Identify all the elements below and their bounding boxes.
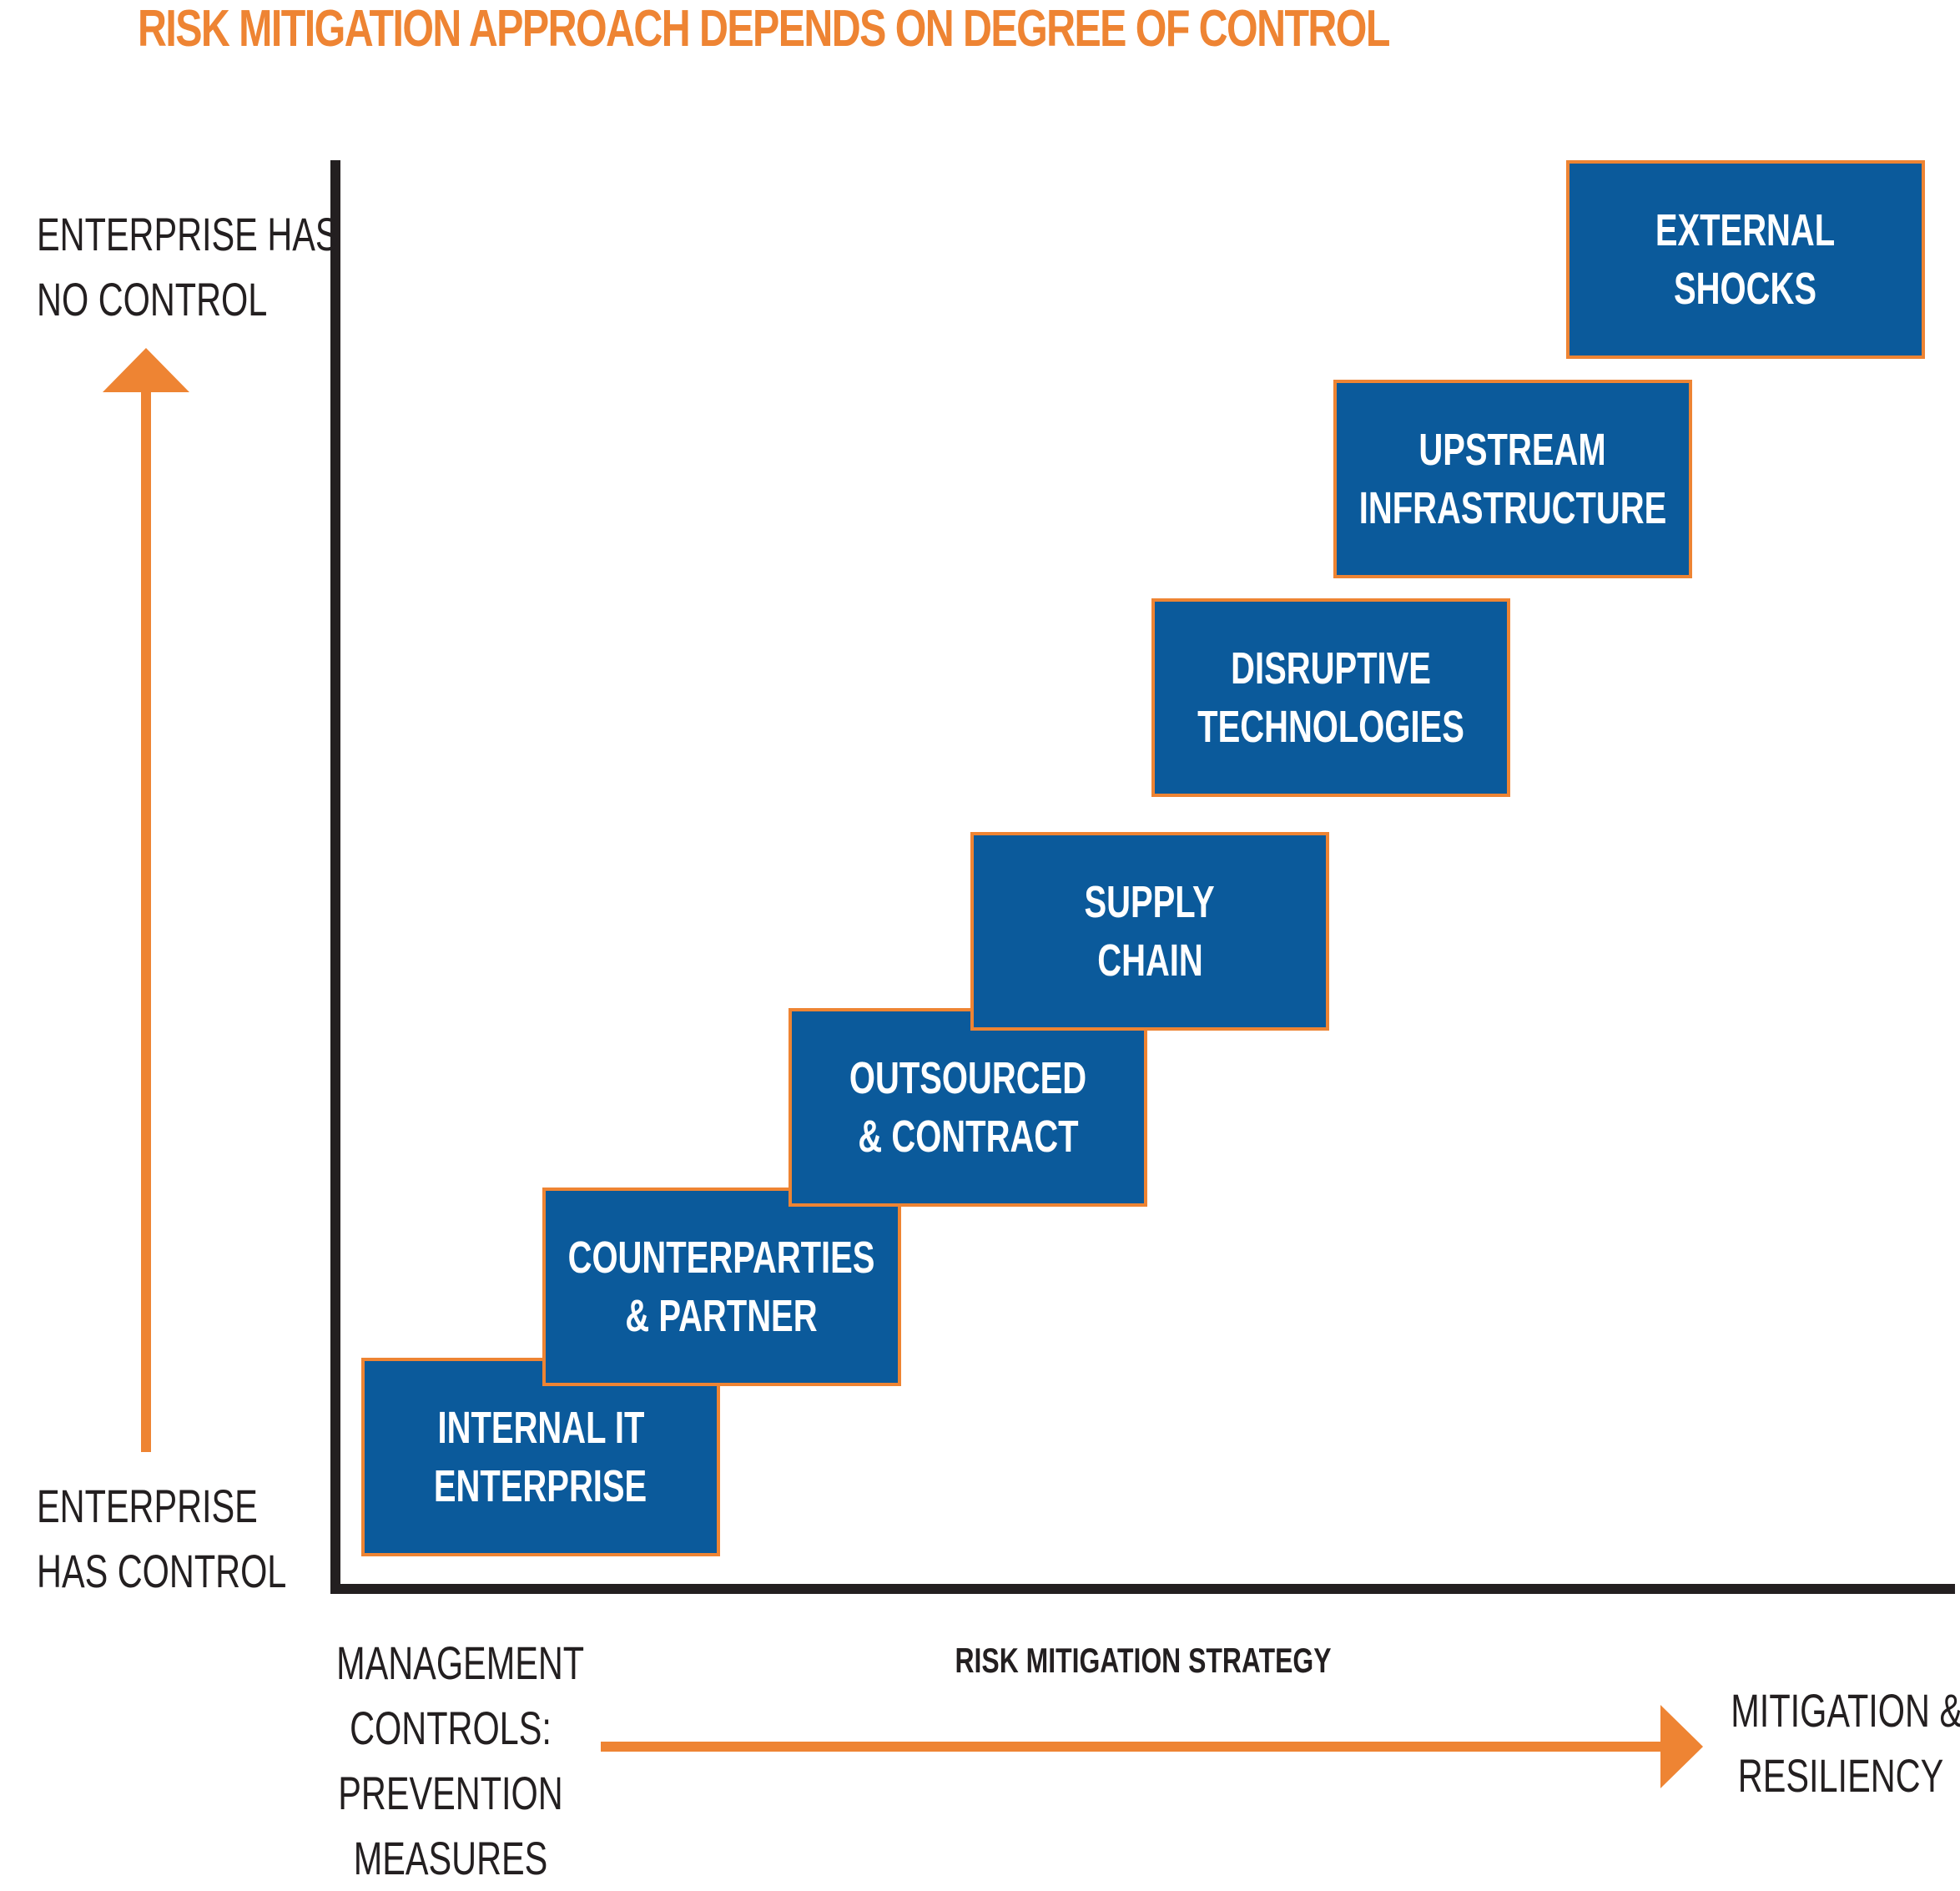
x-axis-line bbox=[330, 1584, 1955, 1594]
y-axis-bottom-label-line-1: ENTERPRISE bbox=[37, 1480, 258, 1532]
step-label-line-2: ENTERPRISE bbox=[434, 1461, 647, 1511]
step-box-internal-it: INTERNAL IT ENTERPRISE bbox=[361, 1358, 720, 1556]
y-axis-top-label: ENTERPRISE HAS NO CONTROL bbox=[37, 202, 339, 332]
step-box-external-shocks: EXTERNAL SHOCKS bbox=[1566, 160, 1925, 359]
diagram-title: RISK MITIGATION APPROACH DEPENDS ON DEGR… bbox=[138, 0, 1390, 58]
step-box-counterparties: COUNTERPARTIES & PARTNER bbox=[542, 1188, 901, 1386]
x-axis-left-label-line-4: MEASURES bbox=[353, 1832, 548, 1884]
right-arrow-icon bbox=[1660, 1705, 1703, 1788]
step-box-upstream-infrastructure: UPSTREAM INFRASTRUCTURE bbox=[1333, 380, 1692, 578]
step-label-line-1: UPSTREAM bbox=[1418, 425, 1607, 475]
y-axis-top-label-line-1: ENTERPRISE HAS bbox=[37, 208, 339, 260]
step-label-line-2: & CONTRACT bbox=[857, 1112, 1079, 1162]
x-axis-left-label-line-2: CONTROLS: bbox=[350, 1702, 552, 1754]
step-label-line-2: TECHNOLOGIES bbox=[1197, 702, 1464, 752]
step-label-line-1: COUNTERPARTIES bbox=[568, 1233, 875, 1283]
y-axis-top-label-line-2: NO CONTROL bbox=[37, 273, 268, 325]
x-axis-right-label-line-1: MITIGATION & bbox=[1731, 1684, 1960, 1737]
step-box-disruptive-technologies: DISRUPTIVE TECHNOLOGIES bbox=[1151, 598, 1510, 797]
y-axis-bottom-label-line-2: HAS CONTROL bbox=[37, 1545, 287, 1597]
step-label-line-1: DISRUPTIVE bbox=[1231, 643, 1431, 693]
step-box-supply-chain: SUPPLY CHAIN bbox=[970, 832, 1329, 1031]
up-arrow-icon bbox=[103, 348, 189, 392]
x-axis-right-label: MITIGATION & RESILIENCY bbox=[1731, 1678, 1960, 1808]
step-label-line-1: EXTERNAL bbox=[1655, 205, 1836, 255]
step-label-line-1: OUTSOURCED bbox=[849, 1053, 1087, 1103]
step-label-line-1: INTERNAL IT bbox=[437, 1403, 644, 1453]
y-axis-bottom-label: ENTERPRISE HAS CONTROL bbox=[37, 1474, 287, 1604]
step-box-outsourced: OUTSOURCED & CONTRACT bbox=[789, 1008, 1147, 1207]
x-axis-left-label-line-1: MANAGEMENT bbox=[336, 1636, 585, 1689]
vertical-arrow-shaft bbox=[141, 380, 151, 1452]
horizontal-arrow bbox=[601, 1705, 1703, 1788]
step-label-line-1: SUPPLY bbox=[1084, 877, 1216, 927]
x-axis-left-label-line-3: PREVENTION bbox=[338, 1767, 563, 1819]
step-label-line-2: INFRASTRUCTURE bbox=[1358, 483, 1667, 533]
step-label-line-2: SHOCKS bbox=[1674, 264, 1817, 314]
vertical-arrow bbox=[103, 348, 189, 1452]
step-label-line-2: CHAIN bbox=[1096, 935, 1203, 986]
horizontal-arrow-shaft bbox=[601, 1742, 1669, 1752]
x-axis-left-label: MANAGEMENT CONTROLS: PREVENTION MEASURES bbox=[336, 1631, 585, 1891]
y-axis-line bbox=[330, 160, 340, 1594]
x-axis-title: RISK MITIGATION STRATEGY bbox=[955, 1641, 1332, 1680]
step-label-line-2: & PARTNER bbox=[625, 1291, 819, 1341]
x-axis-right-label-line-2: RESILIENCY bbox=[1737, 1749, 1944, 1802]
